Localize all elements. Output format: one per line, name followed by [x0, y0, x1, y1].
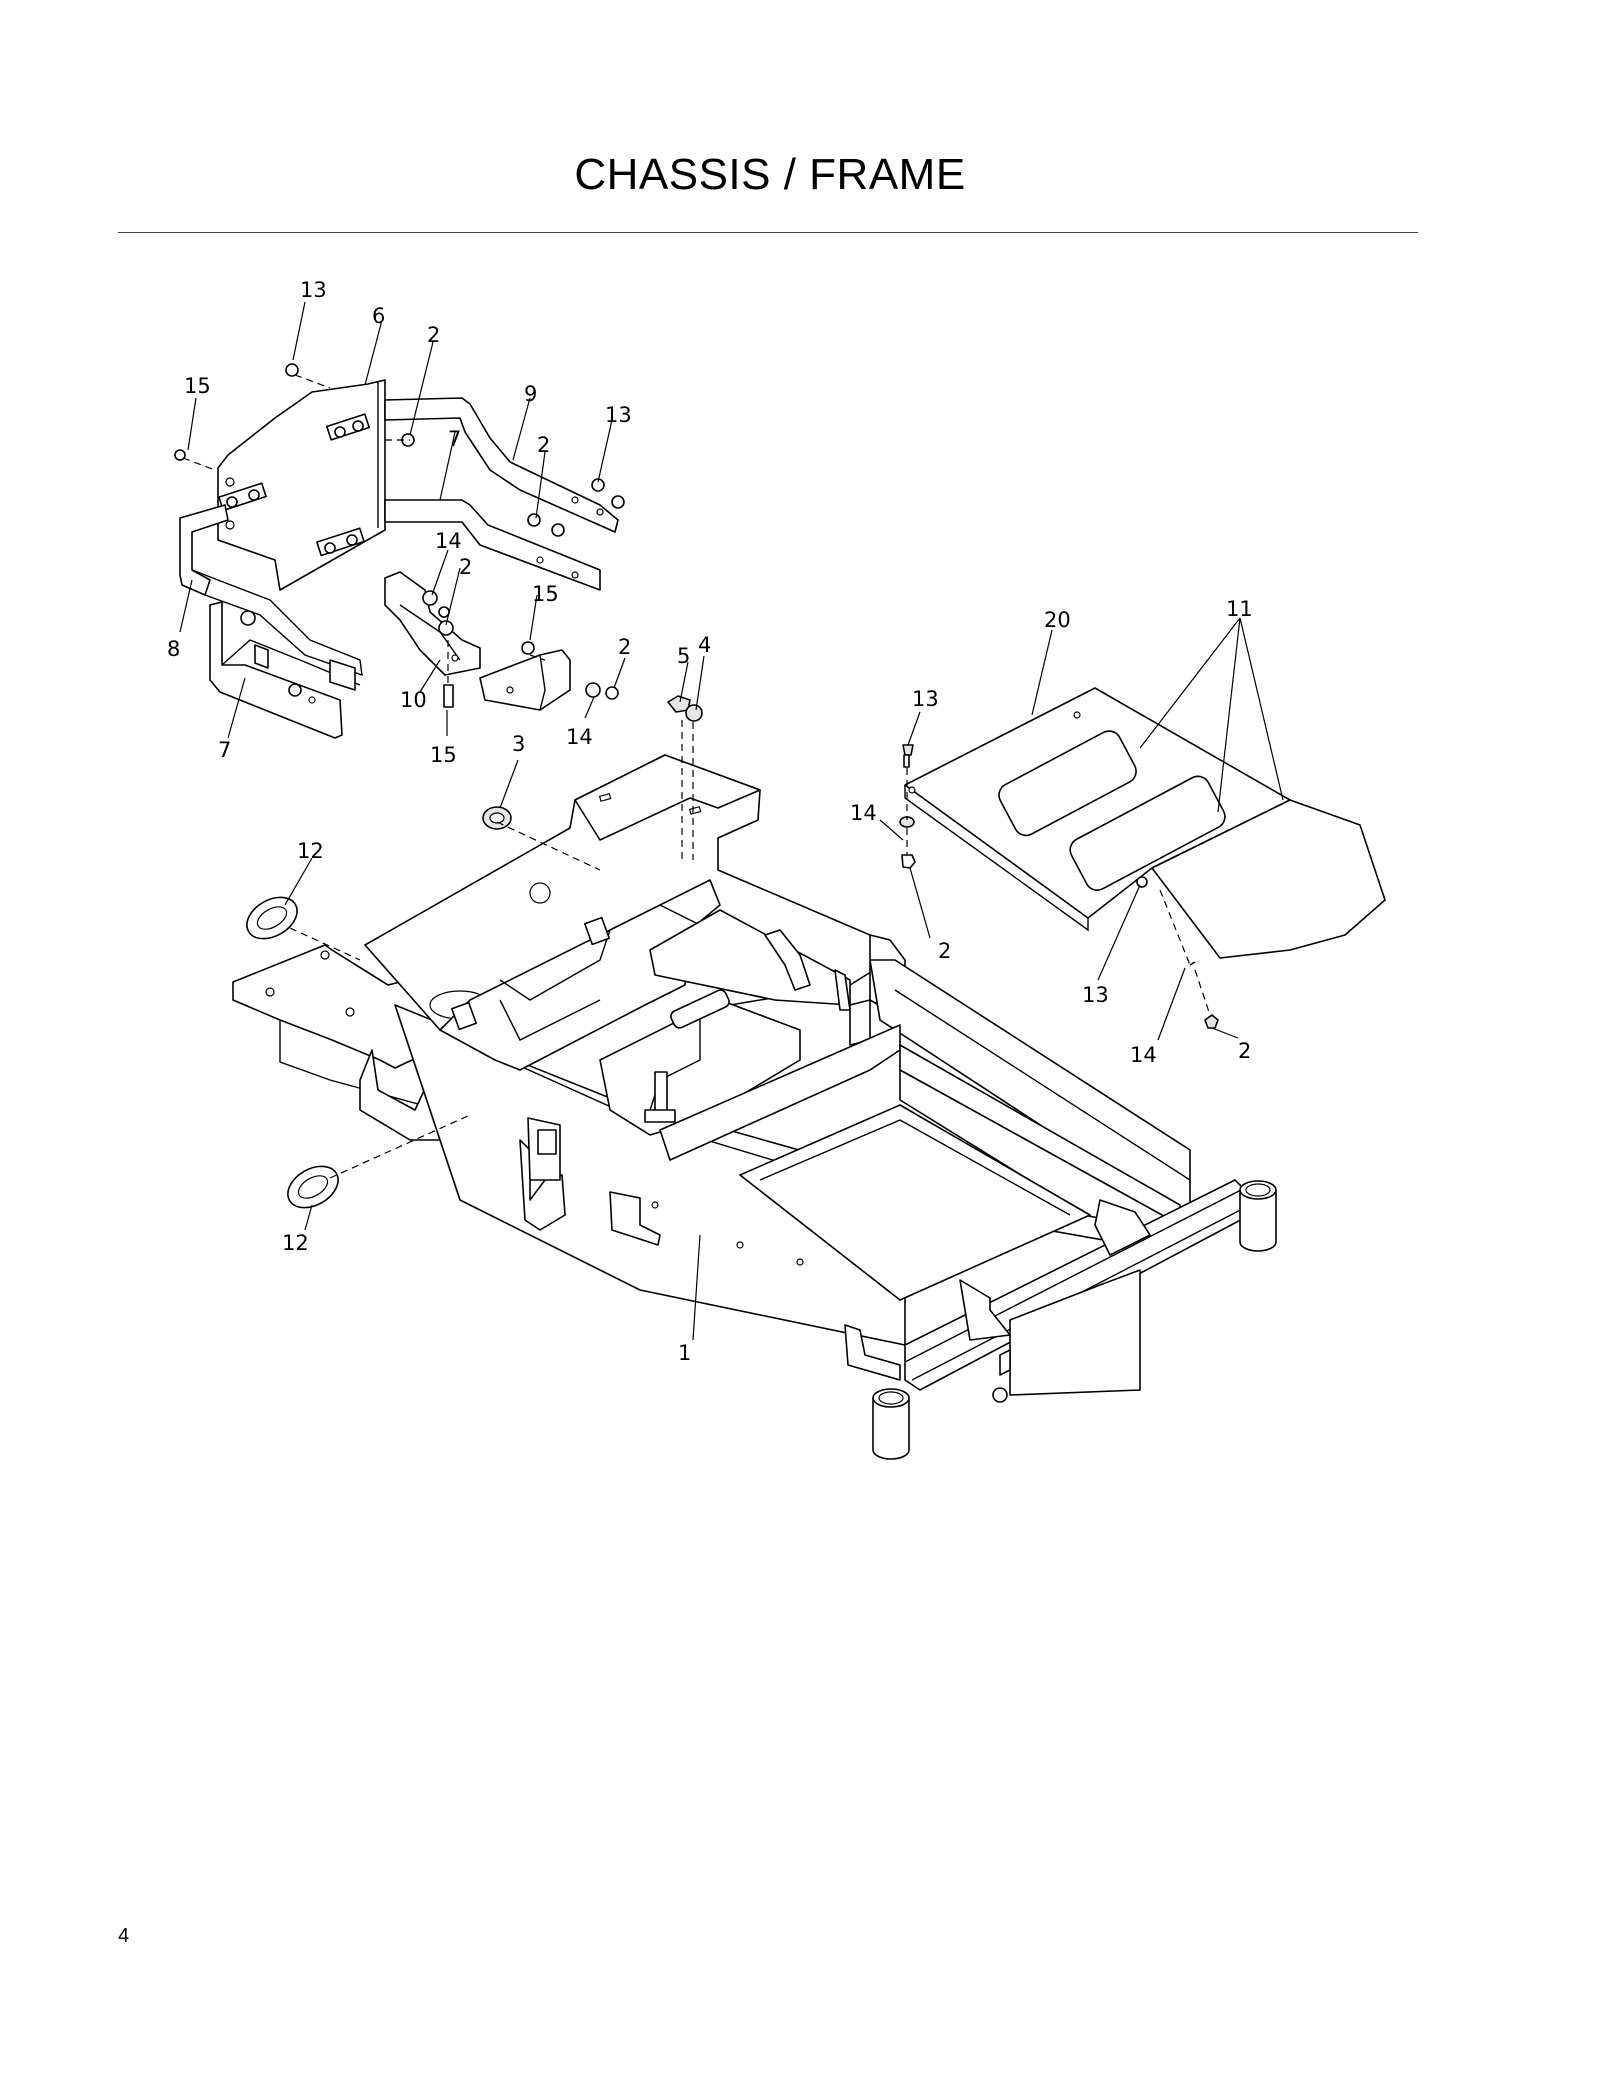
title-divider	[118, 232, 1418, 233]
callout-15: 15	[430, 743, 457, 767]
caster-tube-left	[872, 1388, 910, 1460]
caster-tube-right	[1239, 1180, 1277, 1252]
callout-5: 5	[677, 644, 690, 668]
diagonal-left-rail	[659, 1024, 901, 1161]
page-number: 4	[118, 1925, 130, 1947]
leader-lines	[179, 301, 1284, 1341]
callout-14: 14	[435, 529, 462, 553]
cover-flap	[1151, 799, 1386, 959]
callout-20: 20	[1044, 608, 1071, 632]
loose-fasteners	[174, 363, 625, 708]
callout-12: 12	[282, 1231, 309, 1255]
callout-14: 14	[566, 725, 593, 749]
callout-14: 14	[1130, 1043, 1157, 1067]
callout-15: 15	[532, 582, 559, 606]
callout-13: 13	[605, 403, 632, 427]
callout-9: 9	[524, 382, 537, 406]
bracket-9	[384, 397, 619, 533]
callout-13: 13	[300, 278, 327, 302]
callout-2: 2	[938, 939, 951, 963]
side-plate-6	[217, 379, 386, 591]
cover-fasteners	[899, 744, 1219, 1029]
callout-2: 2	[1238, 1039, 1251, 1063]
cover-panel-20	[904, 687, 1386, 959]
callout-2: 2	[459, 555, 472, 579]
callout-8: 8	[167, 637, 180, 661]
callout-4: 4	[698, 633, 711, 657]
bracket-10	[384, 571, 481, 676]
callout-2: 2	[427, 323, 440, 347]
callout-7: 7	[448, 427, 461, 451]
main-chassis-frame-1	[232, 754, 1277, 1460]
callout-2: 2	[618, 635, 631, 659]
callout-6: 6	[372, 304, 385, 328]
rubber-grommet-12-lower	[287, 1165, 339, 1209]
callout-11: 11	[1226, 597, 1253, 621]
callout-3: 3	[512, 732, 525, 756]
callout-7: 7	[218, 738, 231, 762]
page-title: CHASSIS / FRAME	[574, 150, 966, 199]
callout-14: 14	[850, 801, 877, 825]
seat-bracket-assembly	[174, 363, 625, 739]
rubber-grommet-12-upper	[246, 896, 298, 940]
small-bracket	[479, 649, 571, 711]
bracket-8	[179, 504, 229, 596]
bracket-7-lower	[209, 601, 343, 739]
assembly-lines	[182, 374, 1211, 1179]
callout-12: 12	[297, 839, 324, 863]
bracket-7-upper	[384, 499, 601, 591]
callout-10: 10	[400, 688, 427, 712]
callout-labels: 13 6 2 15 9 13 7 2 14 2 15 8 10 7 15 14 …	[167, 278, 1253, 1365]
callout-1: 1	[678, 1341, 691, 1365]
callout-2: 2	[537, 433, 550, 457]
callout-13: 13	[912, 687, 939, 711]
fasteners-4-5	[667, 695, 703, 722]
callout-13: 13	[1082, 983, 1109, 1007]
plate-fastener-group	[218, 413, 370, 557]
callout-15: 15	[184, 374, 211, 398]
grommet-3	[482, 806, 512, 830]
